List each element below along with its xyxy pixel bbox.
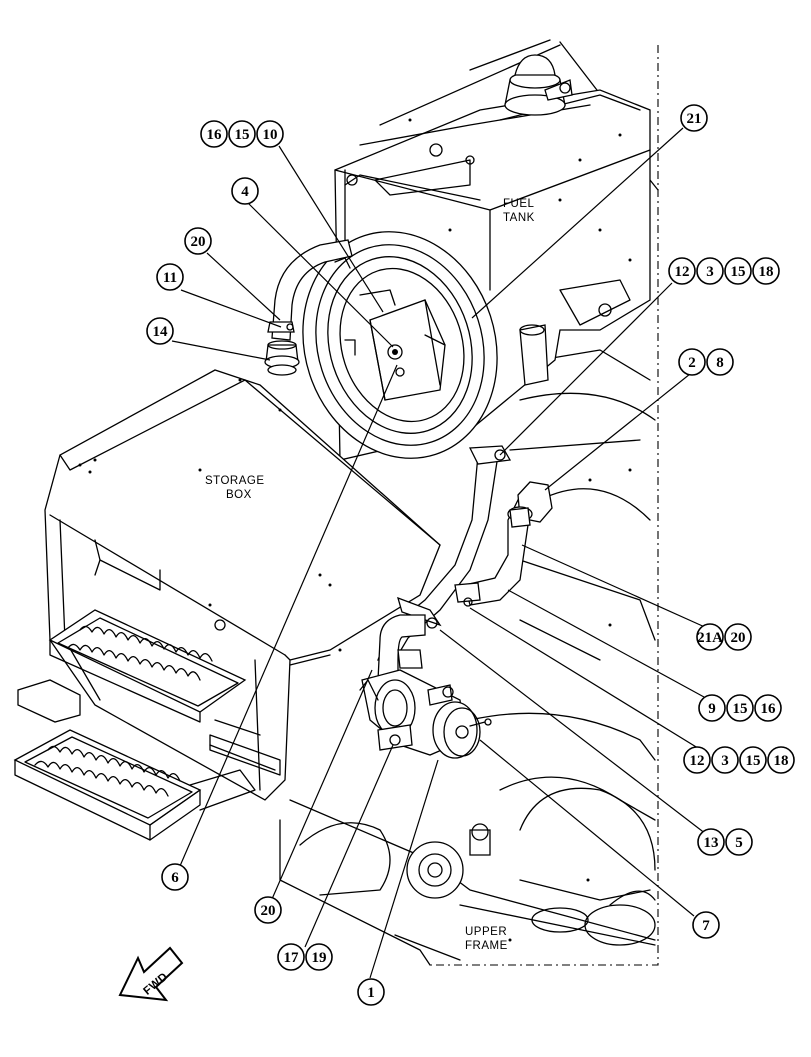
callout-c-20-bot: 20: [254, 896, 282, 924]
callout-circle: [739, 746, 767, 774]
callout-number: 20: [731, 630, 746, 646]
callout-number: 21: [687, 111, 702, 127]
callout-c-6: 6: [161, 863, 189, 891]
upper-frame-label-line1: UPPER: [465, 926, 507, 938]
callout-circle: [680, 104, 708, 132]
callout-circle: [724, 257, 752, 285]
callout-circle: [696, 623, 724, 651]
callout-c-20-top: 20: [184, 227, 212, 255]
callout-number: 12: [690, 753, 705, 769]
callout-number: 18: [759, 264, 774, 280]
callout-number: 5: [735, 835, 743, 851]
callout-circle: [726, 694, 754, 722]
storage-box: STORAGE BOX: [44, 369, 441, 801]
callout-c-7: 7: [692, 911, 720, 939]
fwd-label: FWD: [141, 971, 170, 998]
callout-number: 9: [708, 701, 716, 717]
callout-circle: [156, 263, 184, 291]
callout-number: 15: [746, 753, 761, 769]
callout-circle: [711, 746, 739, 774]
fuel-tank-label-line1: FUEL: [503, 198, 535, 210]
callout-c-21a-20: 21A 20: [696, 623, 752, 651]
callout-number: 3: [706, 264, 714, 280]
leader-lines: [171, 127, 708, 979]
callout-number: 13: [704, 835, 719, 851]
callout-circle: [184, 227, 212, 255]
callout-circle: [305, 943, 333, 971]
callout-circle: [683, 746, 711, 774]
callout-number: 6: [171, 870, 179, 886]
fuel-tank-label-line2: TANK: [503, 212, 535, 224]
callout-circle: [752, 257, 780, 285]
callout-number: 16: [761, 701, 777, 717]
coiled-hose: [302, 231, 498, 459]
callout-c-11: 11: [156, 263, 184, 291]
callout-number: 12: [675, 264, 690, 280]
boundary-line: [430, 45, 659, 966]
callout-circle: [256, 120, 284, 148]
callout-number: 15: [235, 127, 250, 143]
upper-frame-label-line2: FRAME: [465, 940, 508, 952]
callout-number: 20: [191, 234, 206, 250]
callout-c-12-3-15-18-top: 12 3 15 18: [668, 257, 780, 285]
callout-circle: [767, 746, 795, 774]
upper-hose-assembly: [264, 239, 353, 376]
callout-circle: [668, 257, 696, 285]
callout-number: 3: [721, 753, 729, 769]
callout-circle: [678, 348, 706, 376]
callout-c-16-15-10: 16 15 10: [200, 120, 284, 148]
callout-circle: [277, 943, 305, 971]
callout-number: 11: [163, 270, 177, 286]
callout-circle: [697, 828, 725, 856]
callout-circle: [146, 317, 174, 345]
callout-c-4: 4: [231, 177, 259, 205]
callout-circle: [692, 911, 720, 939]
callout-number: 15: [733, 701, 748, 717]
callout-circle: [706, 348, 734, 376]
lower-hose-and-pump: [359, 445, 553, 759]
callout-number: 7: [702, 918, 710, 934]
callout-number: 8: [716, 355, 724, 371]
callout-circle: [698, 694, 726, 722]
callout-c-21: 21: [680, 104, 708, 132]
callout-circle: [254, 896, 282, 924]
callout-number: 15: [731, 264, 746, 280]
fwd-arrow-icon: FWD: [118, 946, 184, 1002]
callout-number: 19: [312, 950, 327, 966]
callout-c-1: 1: [357, 978, 385, 1006]
callout-number: 10: [263, 127, 278, 143]
upper-frame-structure: [279, 39, 659, 966]
callout-c-12-3-15-18-bot: 12 3 15 18: [683, 746, 795, 774]
callout-circle: [231, 177, 259, 205]
callout-circle: [228, 120, 256, 148]
callout-c-14: 14: [146, 317, 174, 345]
callout-circle: [161, 863, 189, 891]
steps: [13, 609, 256, 841]
callout-number: 16: [207, 127, 223, 143]
callout-number: 1: [367, 985, 375, 1001]
callout-circle: [724, 623, 752, 651]
callout-number: 21A: [697, 630, 723, 646]
callout-number: 4: [241, 184, 249, 200]
storage-box-label-line1: STORAGE: [205, 475, 265, 487]
callout-circle: [200, 120, 228, 148]
callout-number: 2: [688, 355, 696, 371]
callout-circle: [696, 257, 724, 285]
callout-circle: [754, 694, 782, 722]
callout-c-13-5: 13 5: [697, 828, 753, 856]
callout-c-9-15-16: 9 15 16: [698, 694, 782, 722]
callout-circle: [725, 828, 753, 856]
callout-number: 17: [284, 950, 300, 966]
callout-number: 18: [774, 753, 789, 769]
storage-box-label-line2: BOX: [226, 489, 252, 501]
callout-circle: [357, 978, 385, 1006]
callout-number: 20: [261, 903, 276, 919]
callout-number: 14: [153, 324, 169, 340]
